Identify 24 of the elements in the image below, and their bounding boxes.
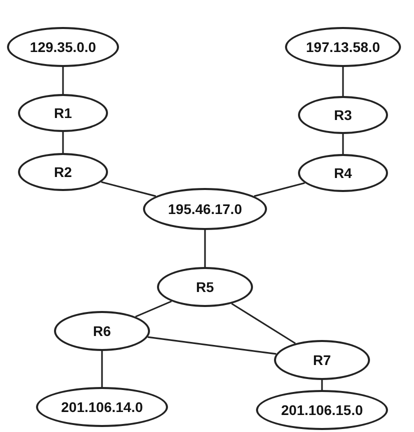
node-label: 129.35.0.0 (30, 39, 96, 55)
node-label: R7 (313, 352, 331, 368)
connector-line (135, 300, 172, 318)
node-label: 201.106.15.0 (281, 402, 363, 418)
node-label: 201.106.14.0 (61, 399, 143, 415)
connector-line (204, 230, 206, 267)
node-label: R5 (196, 279, 214, 295)
connector-line (101, 351, 103, 387)
connector-line (321, 380, 323, 390)
connector-line (342, 134, 344, 154)
connector-line (231, 302, 296, 344)
node-label: R3 (334, 107, 352, 123)
node-label: 197.13.58.0 (306, 39, 380, 55)
node-label: 195.46.17.0 (168, 201, 242, 217)
connector-line (62, 132, 64, 153)
node-label: R4 (334, 165, 352, 181)
connector-line (62, 67, 64, 94)
connector-line (101, 181, 156, 197)
node-label: R2 (54, 164, 72, 180)
connector-line (342, 67, 344, 96)
connector-line (254, 182, 305, 197)
connector-line (148, 336, 276, 355)
node-label: R6 (93, 323, 111, 339)
node-label: R1 (54, 105, 72, 121)
